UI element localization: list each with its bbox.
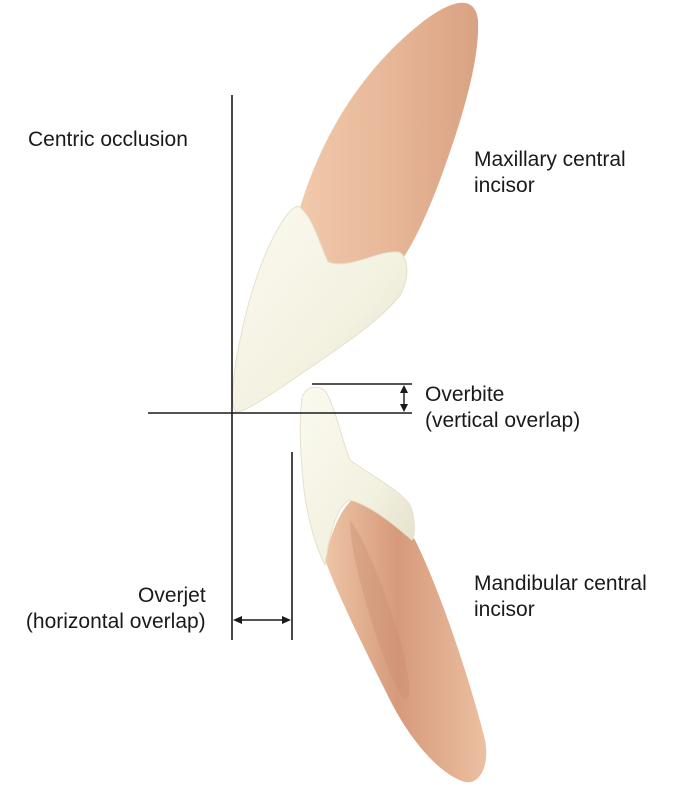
mandibular-incisor — [299, 386, 487, 783]
overbite-arrow — [400, 385, 408, 412]
mandibular-crown — [299, 386, 415, 567]
overjet-label: Overjet (horizontal overlap) — [6, 583, 206, 635]
maxillary-crown — [232, 205, 408, 413]
mandibular-incisor-label: Mandibular central incisor — [474, 571, 647, 623]
centric-occlusion-label: Centric occlusion — [28, 127, 188, 153]
overjet-label-line2: (horizontal overlap) — [25, 610, 206, 633]
overbite-label-line2: (vertical overlap) — [425, 409, 581, 432]
mandibular-label-line1: Mandibular central — [474, 572, 647, 595]
overjet-label-line1: Overjet — [138, 584, 206, 607]
overbite-label: Overbite (vertical overlap) — [425, 382, 580, 434]
reference-lines — [148, 95, 412, 640]
maxillary-incisor — [232, 2, 479, 413]
maxillary-incisor-label: Maxillary central incisor — [474, 147, 626, 199]
maxillary-root — [300, 2, 479, 269]
mandibular-root-shadow — [350, 520, 410, 700]
mandibular-root — [325, 500, 487, 783]
overbite-label-line1: Overbite — [425, 383, 505, 406]
mandibular-label-line2: incisor — [474, 598, 535, 621]
maxillary-label-line1: Maxillary central — [474, 148, 626, 171]
centric-occlusion-text: Centric occlusion — [28, 128, 188, 151]
maxillary-label-line2: incisor — [474, 174, 535, 197]
overjet-arrow — [233, 616, 291, 624]
